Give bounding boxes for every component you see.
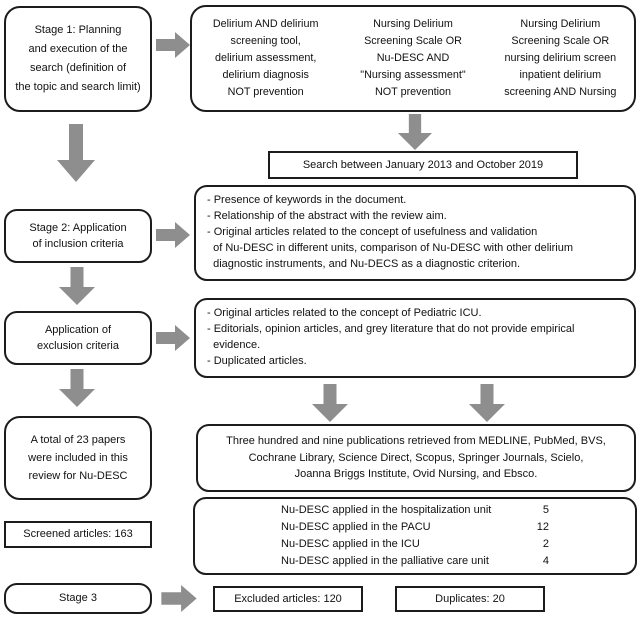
arrow-right-icon [161, 585, 197, 612]
search-terms-columns: Delirium AND delirium screening tool, de… [192, 7, 634, 110]
search-terms-box: Delirium AND delirium screening tool, de… [190, 5, 636, 112]
arrow-down-icon [397, 114, 433, 150]
unit-label: Nu-DESC applied in the palliative care u… [281, 555, 489, 567]
table-row: Nu-DESC applied in the ICU 2 [195, 536, 635, 553]
exclusion-criteria-text: - Original articles related to the conce… [207, 307, 575, 367]
arrow-right-icon [156, 222, 190, 248]
exclusion-criteria-box: - Original articles related to the conce… [194, 298, 636, 378]
stage1-box: Stage 1: Planning and execution of the s… [4, 6, 152, 112]
stage3-box: Stage 3 [4, 583, 152, 614]
unit-count: 4 [542, 555, 549, 567]
table-row: Nu-DESC applied in the palliative care u… [195, 553, 635, 570]
arrow-down-icon [59, 267, 95, 305]
unit-count: 2 [542, 538, 549, 550]
table-row: Nu-DESC applied in the hospitalization u… [195, 502, 635, 519]
inclusion-criteria-box: - Presence of keywords in the document. … [194, 185, 636, 281]
inclusion-criteria-text: - Presence of keywords in the document. … [207, 194, 573, 270]
table-row: Nu-DESC applied in the PACU 12 [195, 519, 635, 536]
duplicates-box: Duplicates: 20 [395, 586, 545, 612]
unit-count: 5 [542, 504, 549, 516]
screened-articles-box: Screened articles: 163 [4, 521, 152, 548]
arrow-right-icon [156, 325, 190, 351]
unit-label: Nu-DESC applied in the ICU [281, 538, 420, 550]
arrow-right-icon [156, 32, 190, 58]
search-terms-column-3: Nursing Delirium Screening Scale OR nurs… [504, 17, 617, 99]
retrieved-publications-box: Three hundred and nine publications retr… [196, 424, 636, 492]
excluded-articles-box: Excluded articles: 120 [213, 586, 363, 612]
unit-label: Nu-DESC applied in the PACU [281, 521, 431, 533]
unit-label: Nu-DESC applied in the hospitalization u… [281, 504, 492, 516]
exclusion-stage-box: Application of exclusion criteria [4, 311, 152, 365]
arrow-down-icon [469, 384, 505, 422]
stage2-box: Stage 2: Application of inclusion criter… [4, 209, 152, 263]
arrow-down-icon [57, 124, 95, 182]
arrow-down-icon [312, 384, 348, 422]
search-terms-column-1: Delirium AND delirium screening tool, de… [212, 17, 319, 99]
arrow-down-icon [59, 369, 95, 407]
unit-counts-box: Nu-DESC applied in the hospitalization u… [193, 497, 637, 575]
unit-count: 12 [536, 521, 549, 533]
search-period-box: Search between January 2013 and October … [268, 151, 578, 179]
search-terms-column-2: Nursing Delirium Screening Scale OR Nu-D… [360, 17, 466, 99]
included-papers-box: A total of 23 papers were included in th… [4, 416, 152, 500]
